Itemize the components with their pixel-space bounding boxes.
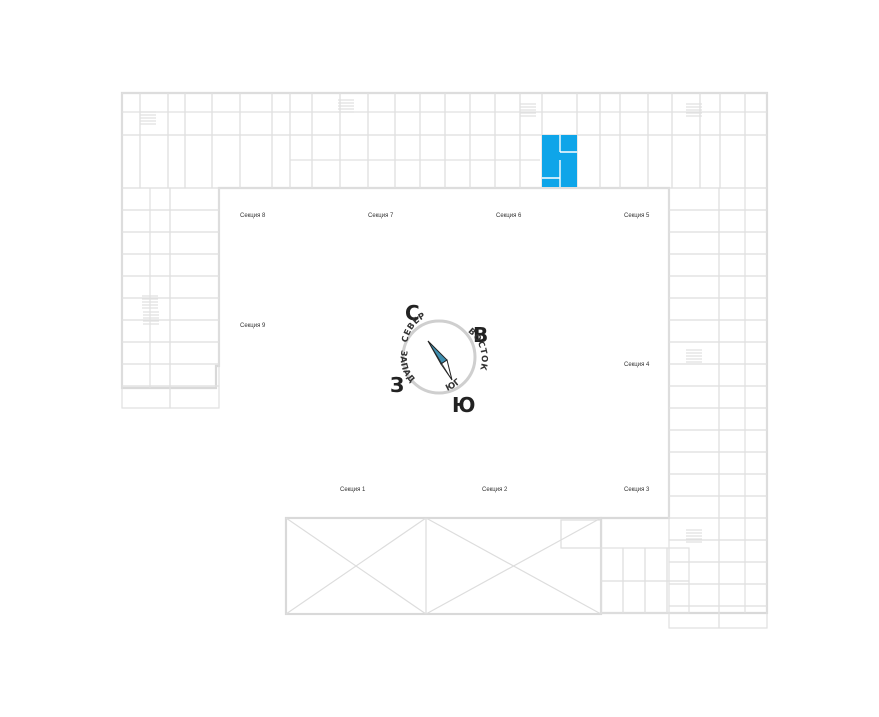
section-label-7: Секция 7: [368, 213, 394, 219]
section-label-6: Секция 6: [496, 213, 522, 219]
parking-area: [284, 516, 603, 616]
section-label-5: Секция 5: [624, 213, 650, 219]
section-labels: Секция 8 Секция 7 Секция 6 Секция 5 Секц…: [240, 213, 650, 493]
compass-needle-north: [427, 340, 448, 365]
compass-letter-east: В: [473, 323, 488, 347]
section-label-3: Секция 3: [624, 487, 650, 493]
section-label-4: Секция 4: [624, 362, 650, 368]
compass-letter-north: С: [405, 301, 420, 325]
building-outline: [120, 91, 769, 616]
section-label-1: Секция 1: [340, 487, 366, 493]
apartment-partitions: [121, 92, 768, 629]
compass-letter-west: З: [390, 373, 404, 397]
section-label-8: Секция 8: [240, 213, 266, 219]
compass: С В Ю З СЕВЕР ВОСТОК ЮГ ЗАПАД: [390, 301, 488, 417]
highlighted-apartment[interactable]: [542, 135, 577, 187]
compass-ring: [401, 319, 477, 395]
compass-letter-south: Ю: [452, 393, 475, 417]
section-label-9: Секция 9: [240, 323, 266, 329]
section-label-2: Секция 2: [482, 487, 508, 493]
